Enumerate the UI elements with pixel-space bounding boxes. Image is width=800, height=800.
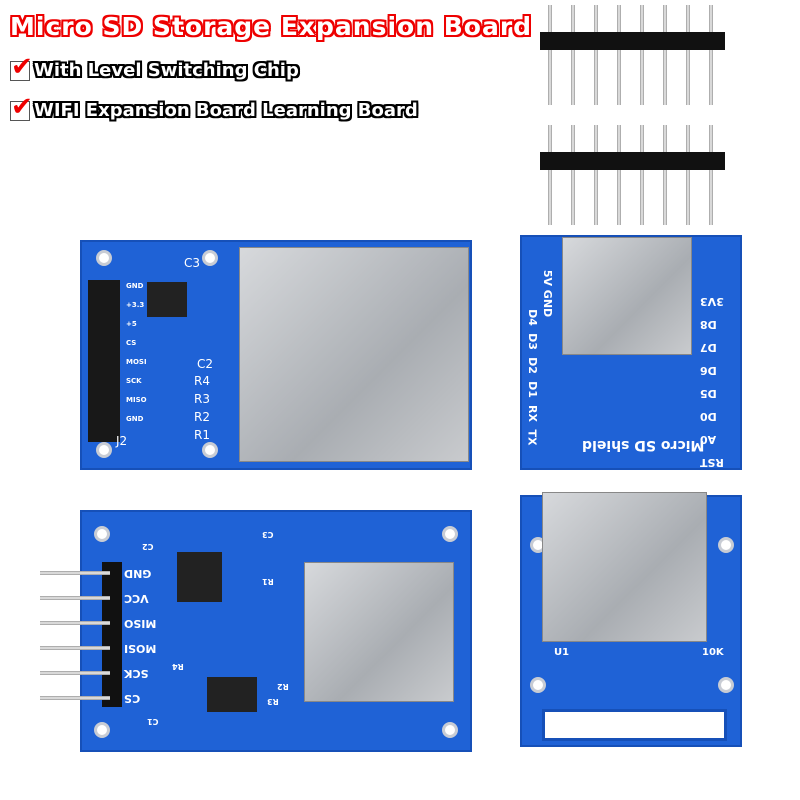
pin-header: [102, 562, 122, 707]
check-icon: ✔: [10, 91, 33, 122]
silk-label: MOSI: [126, 358, 147, 366]
header-bar: [540, 32, 725, 50]
silk-label: D6: [700, 364, 717, 377]
micro-sd-slot: [304, 562, 454, 702]
feature-1: ✔ With Level Switching Chip: [10, 51, 299, 82]
silk-label: D8: [700, 318, 717, 331]
header-pin: [617, 125, 621, 225]
silk-label: D2: [525, 357, 539, 374]
silk-label: R4: [194, 374, 210, 388]
regulator-chip: [177, 552, 222, 602]
header-pin: [548, 125, 552, 225]
mini-micro-sd-module: U1 10K: [520, 492, 742, 747]
silk-label: R2: [194, 410, 210, 424]
header-pin: [594, 125, 598, 225]
silk-label: +5: [126, 320, 137, 328]
header-pin: [640, 125, 644, 225]
header-pin: [40, 621, 110, 625]
silk-label: SCK: [124, 667, 149, 680]
silk-label: C3: [262, 530, 274, 539]
regulator-chip: [147, 282, 187, 317]
header-pin: [40, 671, 110, 675]
silk-label: GND: [126, 282, 144, 290]
silk-label: TX: [525, 429, 539, 446]
silk-label: D7: [700, 341, 717, 354]
pin-header-bottom: [540, 120, 730, 230]
feature-text: WIFI Expansion Board Learning Board: [34, 100, 418, 121]
micro-sd-slot: [562, 237, 692, 355]
silk-label: +3.3: [126, 301, 145, 309]
silk-label: RST: [700, 456, 724, 469]
silk-label: MISO: [126, 396, 147, 404]
header-pin: [709, 125, 713, 225]
silk-label: GND: [124, 567, 152, 580]
silk-label: VCC: [124, 592, 149, 605]
shield-name: Micro SD shield: [582, 437, 705, 453]
silk-label: D4: [525, 309, 539, 326]
header-bar: [540, 152, 725, 170]
header-pin: [640, 5, 644, 105]
pin-header: [88, 280, 120, 442]
silk-label: CS: [126, 339, 137, 347]
silk-label: J2: [116, 434, 128, 448]
pin-header-top: [540, 0, 730, 110]
header-pin: [548, 5, 552, 105]
header-pin: [571, 5, 575, 105]
feature-text: With Level Switching Chip: [34, 60, 299, 81]
silk-label: C3: [184, 256, 201, 270]
level-shifter-chip: [207, 677, 257, 712]
silk-label: R1: [262, 577, 274, 586]
feature-2: ✔ WIFI Expansion Board Learning Board: [10, 91, 418, 122]
silk-label: SCK: [126, 377, 142, 385]
silk-label: C2: [142, 542, 154, 551]
micro-sd-slot: [542, 492, 707, 642]
header-pin: [594, 5, 598, 105]
silk-label: D5: [700, 387, 717, 400]
silk-label: R3: [194, 392, 210, 406]
header-pin: [663, 5, 667, 105]
header-pin: [663, 125, 667, 225]
check-icon: ✔: [10, 51, 33, 82]
header-pin: [617, 5, 621, 105]
header-pin: [686, 5, 690, 105]
header-pin: [40, 596, 110, 600]
sd-card-slot: [239, 247, 469, 462]
product-title: Micro SD Storage Expansion Board: [10, 12, 533, 41]
header-pin: [40, 571, 110, 575]
silk-label: C1: [147, 717, 159, 726]
header-pin: [571, 125, 575, 225]
silk-label: U1: [554, 647, 570, 658]
silk-label: R3: [267, 697, 279, 706]
silk-label: R1: [194, 428, 210, 442]
silk-label: 3V3: [700, 295, 724, 308]
silk-label: 10K: [702, 647, 724, 658]
silk-label: MOSI: [124, 642, 157, 655]
silk-label: GND: [126, 415, 144, 423]
header-pin: [40, 696, 110, 700]
silk-label: CS: [124, 692, 141, 705]
header-pin: [40, 646, 110, 650]
silk-label: R2: [277, 682, 289, 691]
silk-label: C2: [197, 357, 214, 371]
silk-label: RX: [525, 405, 539, 422]
header-pin: [709, 5, 713, 105]
silk-label: D3: [525, 333, 539, 350]
pin-hole-row: [542, 709, 727, 741]
silk-label: D1: [525, 381, 539, 398]
header-pin: [686, 125, 690, 225]
silk-label: R4: [172, 662, 184, 671]
silk-label: D0: [700, 410, 717, 423]
silk-label: 5V GND: [541, 269, 555, 318]
silk-label: MISO: [124, 617, 157, 630]
